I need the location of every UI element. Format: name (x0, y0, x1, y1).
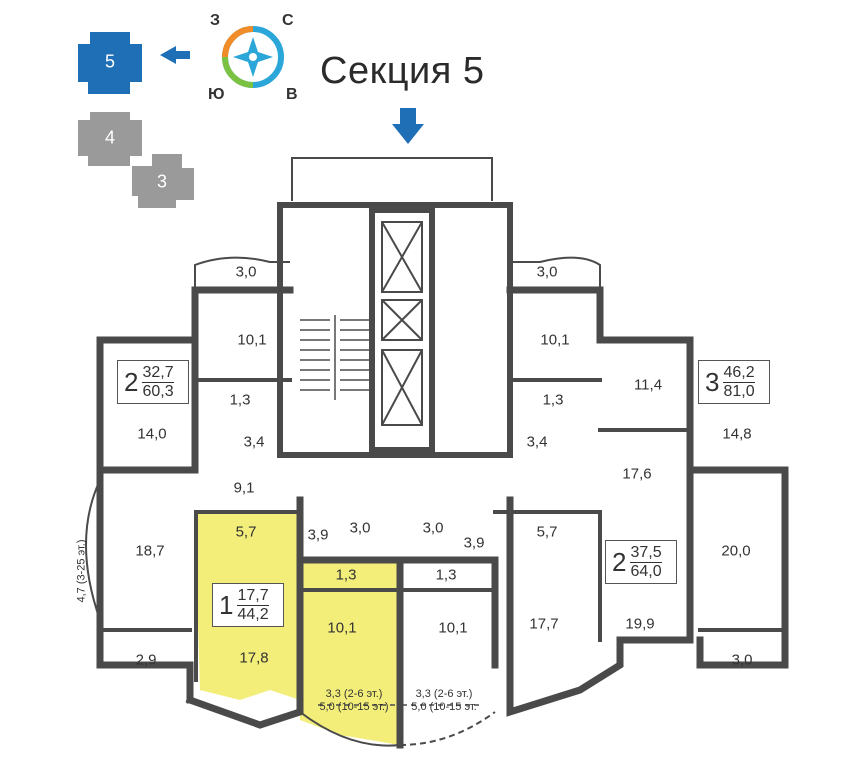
room-area: 10,1 (540, 331, 570, 349)
section-minimap (78, 32, 194, 208)
apartment-living-area: 37,5 (630, 543, 662, 563)
apartment-living-area: 17,7 (237, 586, 269, 606)
compass-south: Ю (208, 86, 225, 103)
balcony-note-line: 5,0 (10-15 эт.) (319, 701, 389, 713)
balcony-note-right: 3,3 (2-6 эт.) 5,0 (10-15 эт. (400, 688, 488, 714)
room-area: 17,7 (529, 615, 559, 633)
room-area: 17,6 (622, 465, 652, 483)
room-area: 3,0 (422, 519, 444, 537)
room-area: 1,3 (335, 566, 357, 584)
room-area: 14,8 (722, 425, 752, 443)
apartment-rooms: 3 (705, 366, 720, 397)
room-area: 1,3 (435, 566, 457, 584)
room-area: 3,0 (349, 519, 371, 537)
bay-window-note: 4,7 (3-25 эт.) (75, 539, 88, 603)
room-area: 3,4 (526, 433, 548, 451)
room-area: 10,1 (327, 619, 357, 637)
room-area: 3,0 (235, 263, 257, 281)
room-area: 11,4 (633, 376, 663, 394)
room-area: 17,8 (239, 649, 269, 667)
room-area: 1,3 (542, 391, 564, 409)
room-area: 3,0 (731, 651, 753, 669)
room-area: 9,1 (233, 479, 255, 497)
balcony-note-line: 5,0 (10-15 эт. (411, 701, 477, 713)
room-area: 20,0 (721, 542, 751, 560)
compass-east: В (286, 86, 298, 103)
room-area: 3,9 (307, 526, 329, 544)
section-5-label: 5 (104, 51, 116, 72)
apartment-rooms: 1 (219, 589, 234, 620)
compass-north: С (282, 12, 294, 29)
room-area: 19,9 (625, 615, 655, 633)
room-area: 18,7 (135, 542, 165, 560)
apartment-rooms: 2 (124, 366, 139, 397)
apartment-living-area: 46,2 (723, 363, 755, 383)
room-area: 10,1 (237, 331, 267, 349)
compass-icon (222, 26, 284, 88)
room-area: 3,4 (243, 433, 265, 451)
apartment-total-area: 64,0 (630, 562, 662, 580)
room-area: 3,0 (536, 263, 558, 281)
room-area: 14,0 (137, 425, 167, 443)
arrow-left-icon (160, 46, 190, 64)
room-area: 5,7 (235, 523, 257, 541)
balcony-note-left: 3,3 (2-6 эт.) 5,0 (10-15 эт.) (310, 688, 398, 714)
apartment-total-area: 60,3 (142, 382, 174, 400)
section-3-block[interactable] (132, 154, 194, 208)
section-4-label: 4 (104, 127, 116, 148)
apartment-rooms: 2 (612, 546, 627, 577)
balcony-note-line: 3,3 (2-6 эт.) (325, 688, 383, 700)
room-area: 5,7 (536, 523, 558, 541)
room-area: 3,9 (463, 534, 485, 552)
apartment-total-area: 81,0 (723, 382, 755, 400)
page-title: Секция 5 (320, 50, 485, 92)
section-4-block[interactable] (78, 112, 142, 166)
section-5-block[interactable] (78, 32, 142, 94)
balcony-note-line: 3,3 (2-6 эт.) (415, 688, 473, 700)
compass-west: З (210, 12, 221, 29)
apartment-total-area: 44,2 (237, 605, 269, 623)
room-area: 10,1 (438, 619, 468, 637)
apartment-living-area: 32,7 (142, 363, 174, 383)
section-3-label: 3 (156, 171, 168, 192)
entrance-arrow-icon (392, 108, 424, 144)
room-area: 1,3 (229, 391, 251, 409)
room-area: 2,9 (135, 651, 157, 669)
